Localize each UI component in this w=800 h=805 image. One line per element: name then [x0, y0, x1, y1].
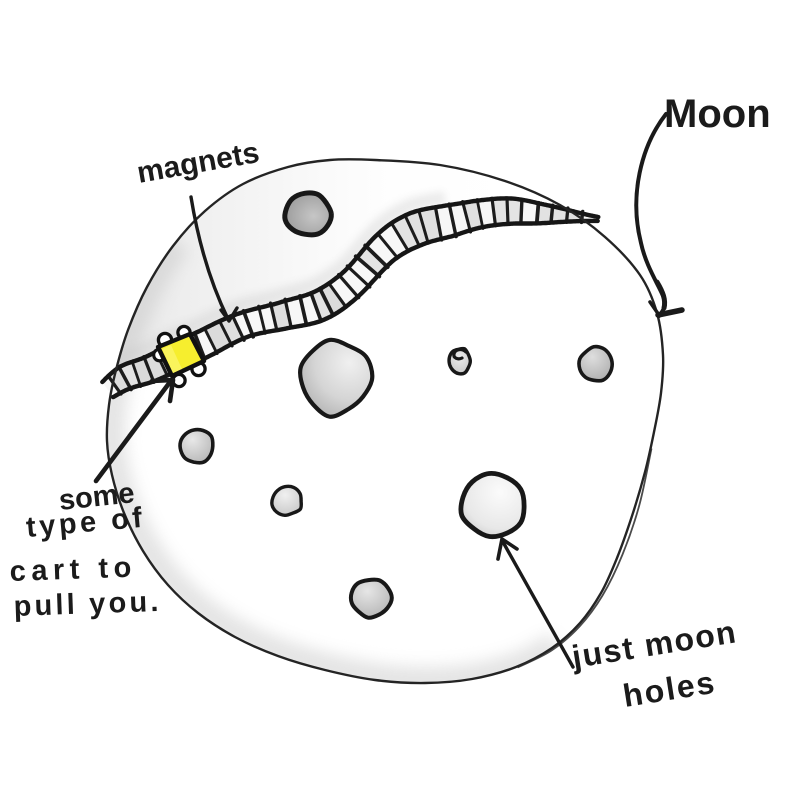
svg-text:some: some: [57, 477, 136, 517]
svg-text:pull you.: pull you.: [13, 586, 162, 623]
svg-text:Moon: Moon: [664, 92, 771, 136]
svg-text:cart to: cart to: [9, 552, 137, 588]
